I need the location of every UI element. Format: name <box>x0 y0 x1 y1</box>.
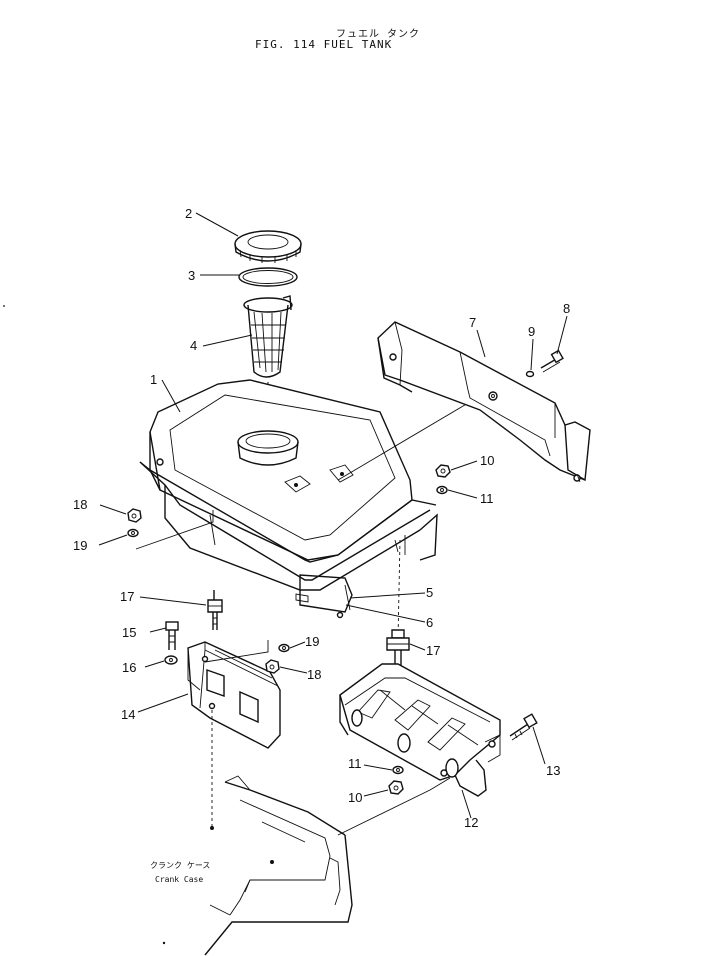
washer-9-drawing <box>525 370 535 378</box>
bolt-15-drawing <box>165 621 179 650</box>
callout-19-right: 19 <box>305 634 319 649</box>
figure-title-japanese: フュエル タンク <box>336 29 421 40</box>
crank-case-label-japanese: クランク ケース <box>150 861 210 870</box>
callout-6: 6 <box>426 615 433 630</box>
washer-19-right-drawing <box>278 643 290 653</box>
callout-16: 16 <box>122 660 136 675</box>
bracket-14-drawing <box>187 641 281 828</box>
callout-17-right: 17 <box>426 643 440 658</box>
callout-3: 3 <box>188 268 195 283</box>
callout-18-left: 18 <box>73 497 87 512</box>
bolt-13-drawing <box>509 713 538 741</box>
gasket-drawing <box>238 267 298 287</box>
nut-18-left-drawing <box>127 508 142 523</box>
callout-11-lower: 11 <box>348 756 362 771</box>
callout-14: 14 <box>121 707 135 722</box>
nut-10-upper-drawing <box>435 464 451 478</box>
fuel-cap-drawing <box>234 230 302 263</box>
callout-8: 8 <box>563 301 570 316</box>
callout-18-right: 18 <box>307 667 321 682</box>
leader-lines <box>98 212 568 819</box>
bracket-12-drawing <box>339 663 501 797</box>
callout-10-upper: 10 <box>480 453 494 468</box>
washer-11-upper-drawing <box>436 485 448 495</box>
callout-9: 9 <box>528 324 535 339</box>
callout-15: 15 <box>122 625 136 640</box>
mount-rubber-17-left-drawing <box>207 590 223 630</box>
callout-4: 4 <box>190 338 197 353</box>
callout-2: 2 <box>185 206 192 221</box>
nut-10-lower-drawing <box>388 780 404 795</box>
bolt-8-drawing <box>540 349 564 373</box>
callout-7: 7 <box>469 315 476 330</box>
shield-plate-drawing <box>377 321 591 483</box>
washer-11-lower-drawing <box>392 765 404 775</box>
callout-5: 5 <box>426 585 433 600</box>
callout-13: 13 <box>546 763 560 778</box>
crank-case-label: Crank Case <box>155 875 203 884</box>
callout-11-upper: 11 <box>480 491 494 506</box>
callout-17-left: 17 <box>120 589 134 604</box>
crank-case-drawing <box>204 775 353 956</box>
fuel-tank-drawing <box>139 379 481 641</box>
callout-19-left: 19 <box>73 538 87 553</box>
washer-19-left-drawing <box>127 528 139 538</box>
callout-12: 12 <box>464 815 478 830</box>
nut-18-right-drawing <box>265 659 280 674</box>
callout-1: 1 <box>150 372 157 387</box>
washer-16-drawing <box>164 655 178 665</box>
callout-10-lower: 10 <box>348 790 362 805</box>
figure-title: FIG. 114 FUEL TANK <box>255 38 393 51</box>
mount-rubber-17-right-drawing <box>386 629 410 668</box>
callout-numbers: 1 2 3 4 5 6 7 8 9 10 10 11 11 12 13 14 1… <box>73 206 570 830</box>
